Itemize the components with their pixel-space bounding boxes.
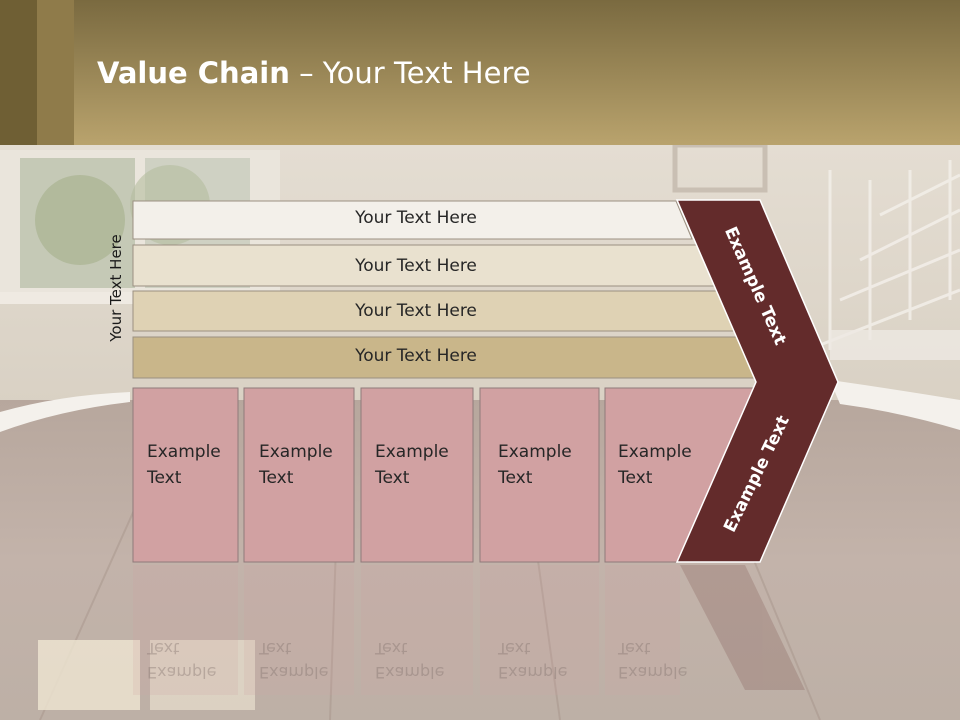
row-1-label: Your Text Here <box>355 208 477 228</box>
column-4-reflection: Example Text <box>498 639 568 682</box>
row-3-label: Your Text Here <box>355 301 477 321</box>
column-1-label: Example Text <box>147 442 221 488</box>
column-2-shape <box>243 387 355 563</box>
row-1-shape <box>132 200 693 240</box>
title-bold: Value Chain <box>97 56 290 90</box>
column-2-label: Example Text <box>259 442 333 488</box>
column-5-reflection: Example Text <box>618 639 688 682</box>
column-3-shape <box>360 387 474 563</box>
row-2-label: Your Text Here <box>355 256 477 276</box>
column-3-label: Example Text <box>375 442 449 488</box>
column-4-shape <box>479 387 600 563</box>
chevron-shape <box>675 199 839 563</box>
column-1-reflection: Example Text <box>147 639 217 682</box>
diagram-reflection <box>133 565 805 695</box>
column-4-label: Example Text <box>498 442 572 488</box>
slide-title: Value Chain – Your Text Here <box>97 56 531 90</box>
side-label: Your Text Here <box>107 234 125 342</box>
column-1-shape <box>132 387 239 563</box>
column-2-reflection: Example Text <box>259 639 329 682</box>
column-5-label: Example Text <box>618 442 692 488</box>
row-4-label: Your Text Here <box>355 346 477 366</box>
column-3-reflection: Example Text <box>375 639 445 682</box>
title-rest: – Your Text Here <box>289 56 531 90</box>
